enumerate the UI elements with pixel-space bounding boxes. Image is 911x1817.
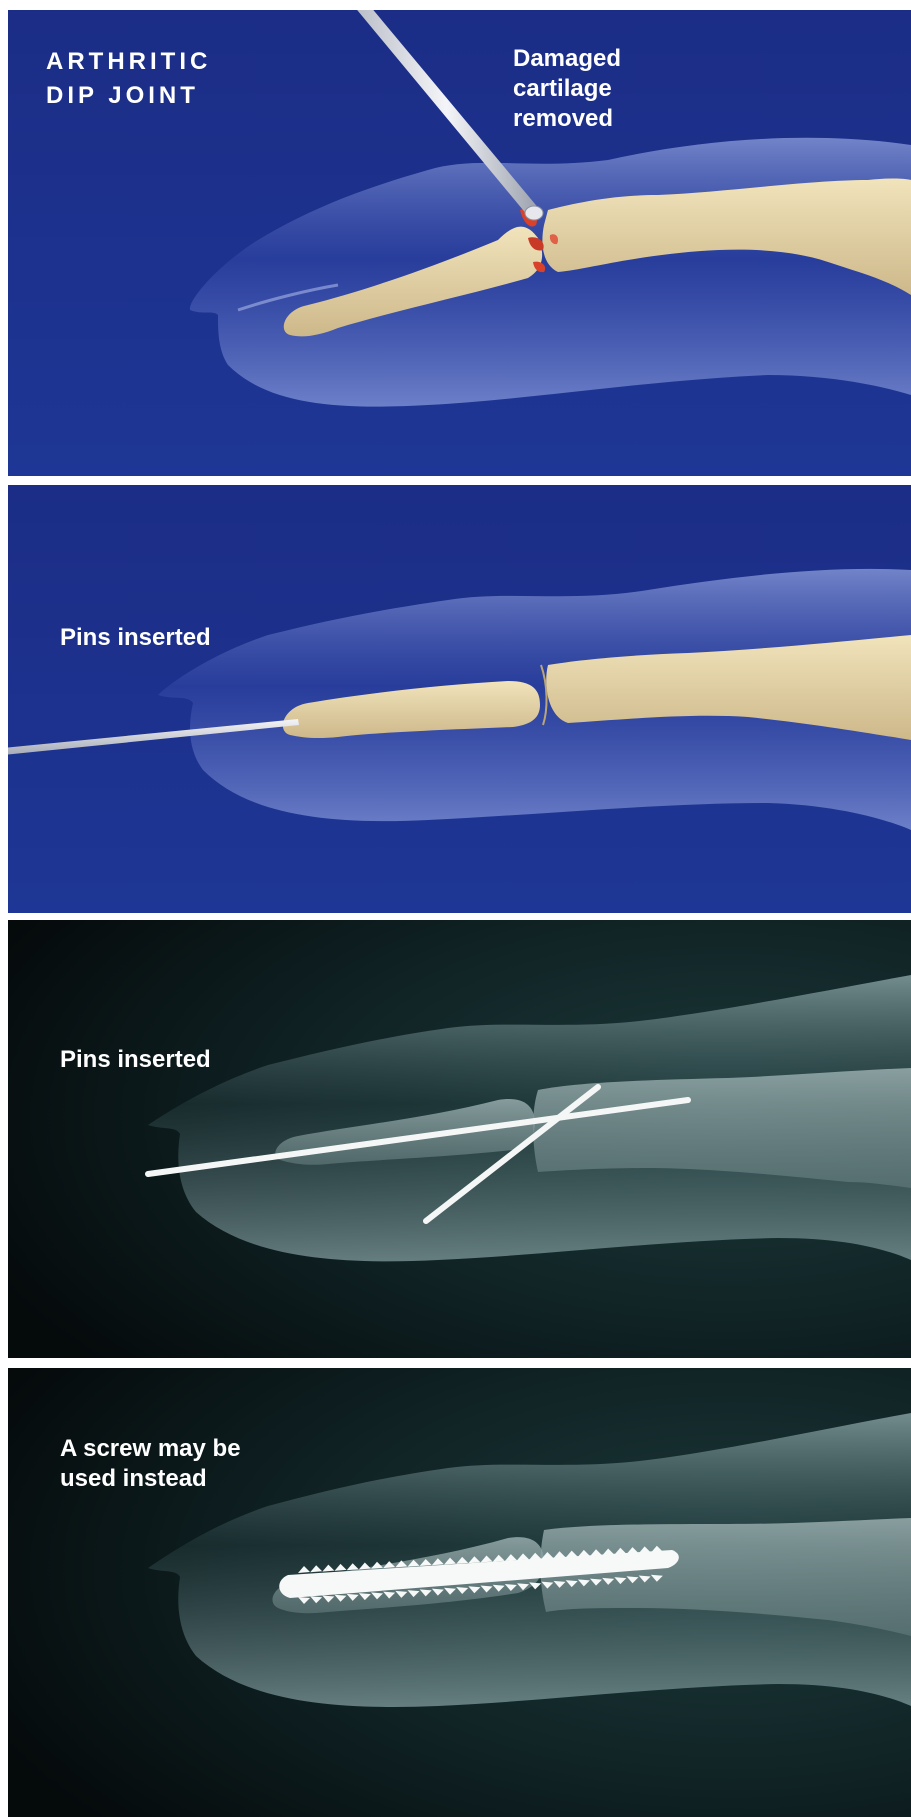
label-pins-inserted: Pins inserted xyxy=(60,1045,211,1074)
title-line-1: ARTHRITIC xyxy=(46,46,211,78)
label-damaged: Damaged xyxy=(513,44,621,73)
label-screw-line-2: used instead xyxy=(60,1464,207,1493)
label-removed: removed xyxy=(513,104,613,133)
title-line-2: DIP JOINT xyxy=(46,80,199,112)
label-pins-inserted: Pins inserted xyxy=(60,623,211,652)
panel3-illustration xyxy=(8,920,911,1358)
panel2-illustration xyxy=(8,485,911,913)
panel-pins-inserted-xray: Pins inserted xyxy=(8,920,911,1358)
label-cartilage: cartilage xyxy=(513,74,612,103)
panel-arthritic-joint: ARTHRITIC DIP JOINT Damaged cartilage re… xyxy=(8,10,911,476)
panel-pins-inserted-1: Pins inserted xyxy=(8,485,911,913)
panel-screw: A screw may be used instead xyxy=(8,1368,911,1817)
label-screw-line-1: A screw may be xyxy=(60,1434,241,1463)
